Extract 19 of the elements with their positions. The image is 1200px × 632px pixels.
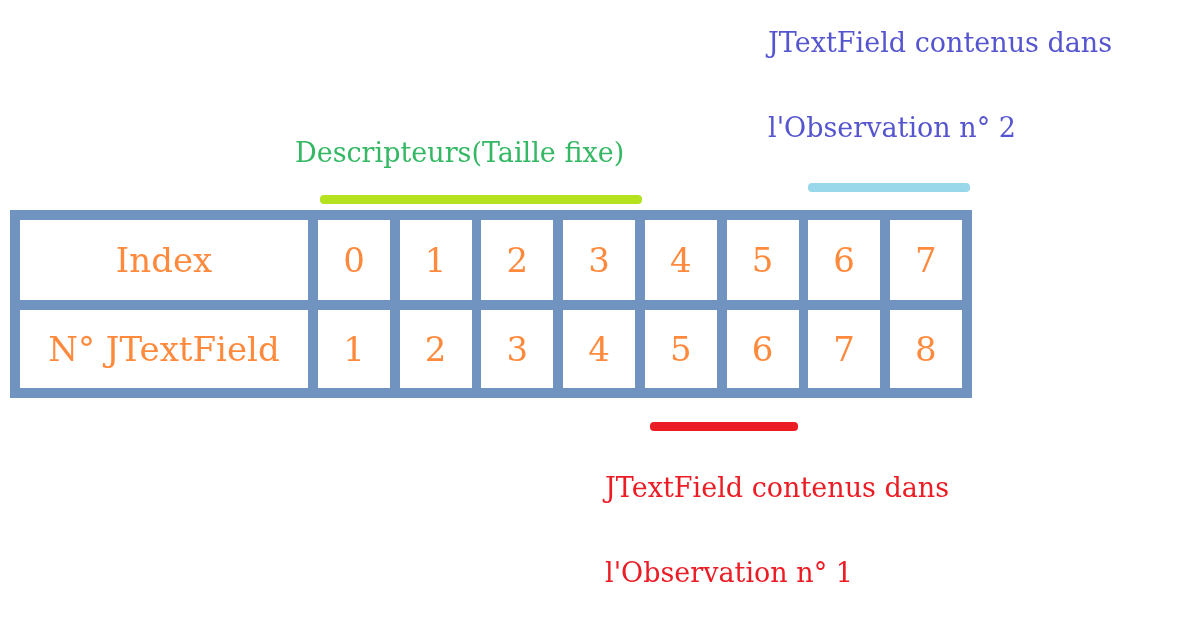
table-cell: 7 bbox=[808, 310, 881, 388]
table-cell: 6 bbox=[808, 220, 881, 300]
table-cell: 0 bbox=[318, 220, 390, 300]
table-cell: 7 bbox=[889, 220, 962, 300]
table-cell: 5 bbox=[644, 310, 717, 388]
row-header: Index bbox=[20, 220, 308, 300]
table-cell: 2 bbox=[481, 220, 554, 300]
table-cell: 2 bbox=[399, 310, 472, 388]
table-cell: 1 bbox=[318, 310, 390, 388]
table-cell: 3 bbox=[563, 220, 636, 300]
table-cell: 4 bbox=[644, 220, 717, 300]
table-cell: 1 bbox=[399, 220, 472, 300]
group-label: Descripteurs(Taille fixe) bbox=[295, 136, 625, 170]
table-cell: 5 bbox=[726, 220, 799, 300]
table-cell: 8 bbox=[889, 310, 962, 388]
row-header: N° JTextField bbox=[20, 310, 308, 388]
table-cell: 6 bbox=[726, 310, 799, 388]
table-cell: 4 bbox=[563, 310, 636, 388]
table-cell: 3 bbox=[481, 310, 554, 388]
